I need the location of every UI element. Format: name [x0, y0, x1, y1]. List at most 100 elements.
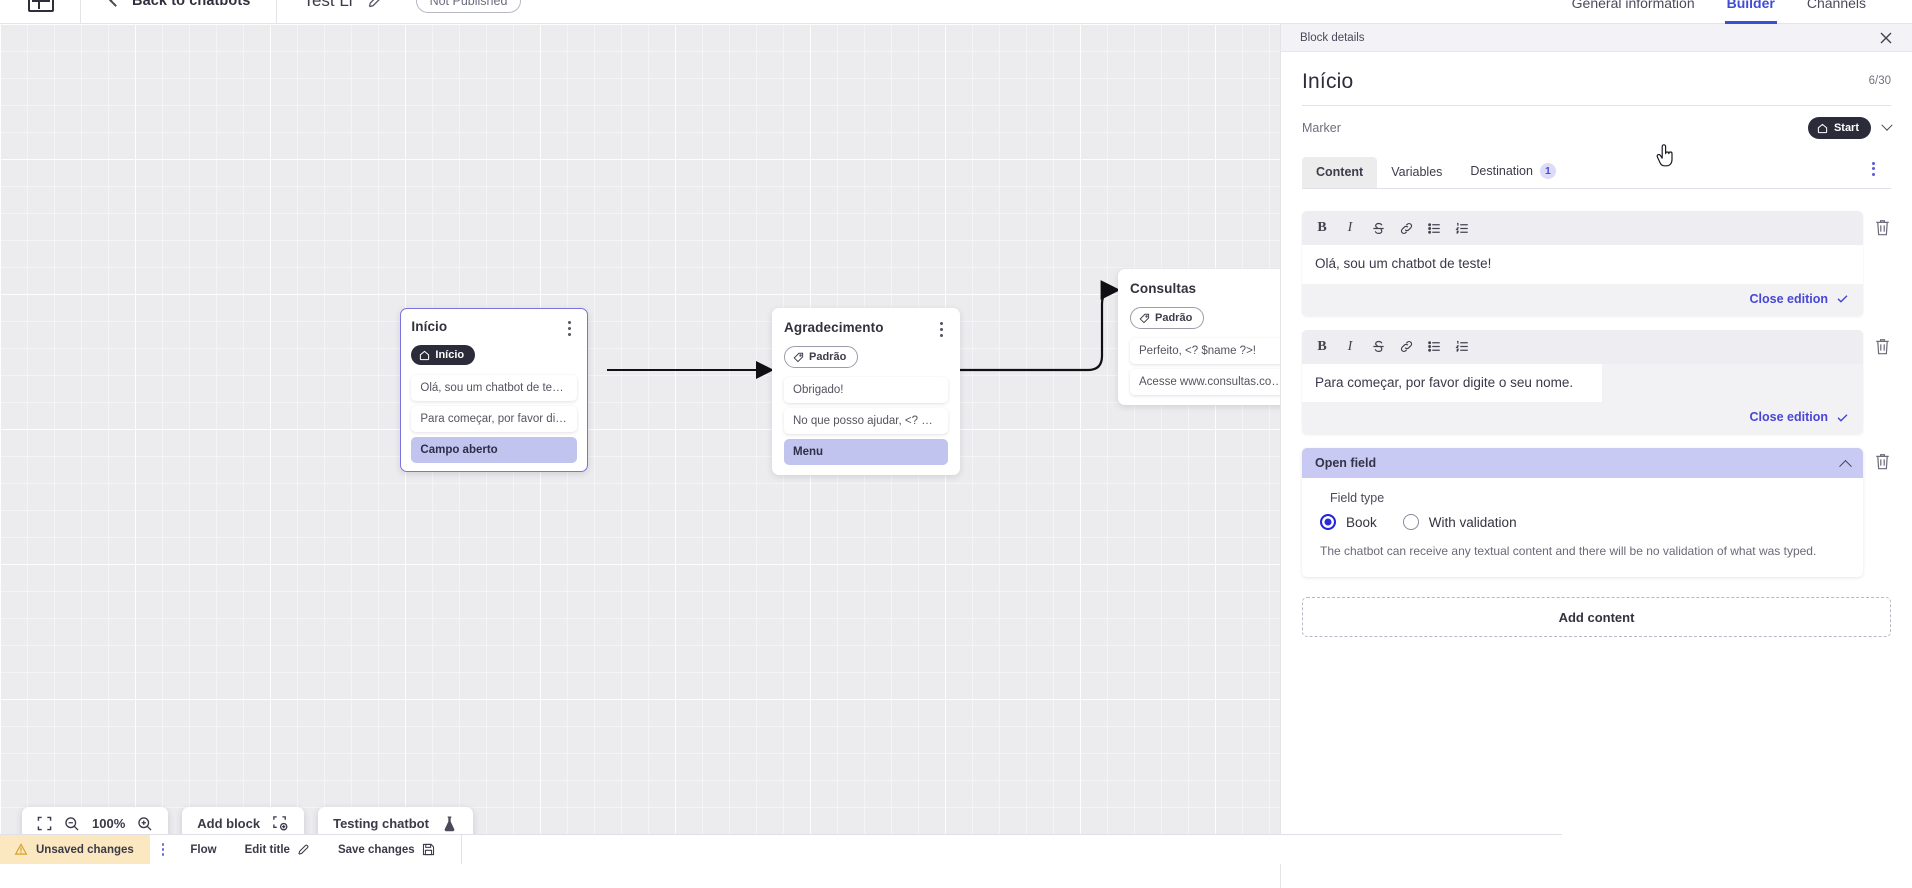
status-bar: Unsaved changes Flow Edit title Save cha… [0, 834, 1562, 864]
rich-text-editor[interactable]: B I [1302, 211, 1863, 316]
chatbot-title: Test Li [303, 0, 353, 10]
check-icon [1837, 413, 1848, 422]
marker-select[interactable]: Start [1807, 117, 1893, 139]
tab-content[interactable]: Content [1302, 157, 1378, 188]
open-field-header[interactable]: Open field [1302, 448, 1863, 479]
close-edition-button[interactable]: Close edition [1750, 292, 1849, 306]
zoom-out-icon[interactable] [64, 816, 80, 832]
node-message-accent[interactable]: Campo aberto [411, 436, 577, 463]
bullet-list-icon[interactable] [1420, 216, 1448, 240]
tag-icon [1139, 313, 1150, 323]
marker-row: Marker Start [1302, 106, 1893, 139]
divider [276, 0, 278, 24]
node-header: Consultas [1130, 281, 1294, 298]
fit-screen-icon[interactable] [37, 816, 52, 831]
top-tabs: General information Builder Channels [1570, 0, 1912, 24]
publish-status-badge: Not Published [415, 0, 522, 13]
node-message[interactable]: Para começar, por favor digite o ... [411, 405, 577, 432]
save-changes-button[interactable]: Save changes [324, 843, 449, 856]
italic-icon[interactable]: I [1347, 338, 1353, 354]
bold-icon[interactable]: B [1317, 220, 1327, 235]
tab-builder[interactable]: Builder [1724, 0, 1777, 24]
node-message-accent[interactable]: Menu [784, 439, 948, 465]
character-counter: 6/30 [1868, 75, 1891, 87]
node-message[interactable]: Olá, sou um chatbot de teste! [411, 374, 577, 401]
chevron-up-icon[interactable] [1839, 459, 1852, 473]
close-edition-label: Close edition [1749, 410, 1828, 425]
close-edition-button[interactable]: Close edition [1750, 410, 1849, 424]
edit-title-button[interactable]: Edit title [231, 843, 324, 856]
edit-title-label: Edit title [244, 843, 290, 856]
editor-text-value[interactable]: Olá, sou um chatbot de teste! [1302, 245, 1863, 284]
rich-text-editor[interactable]: B I [1302, 329, 1863, 435]
radio-with-validation[interactable] [1402, 514, 1419, 531]
field-type-label: Field type [1330, 491, 1385, 506]
panel-body: Início 6/30 Marker Start Content Varia [1281, 52, 1912, 189]
delete-icon[interactable] [1874, 452, 1891, 471]
numbered-list-icon[interactable] [1448, 335, 1476, 359]
home-icon [420, 350, 430, 361]
strikethrough-icon[interactable] [1364, 216, 1392, 240]
node-title: Agradecimento [784, 320, 884, 335]
tab-content-label: Content [1316, 165, 1364, 179]
tab-variables[interactable]: Variables [1377, 157, 1456, 188]
add-content-button[interactable]: Add content [1302, 597, 1891, 638]
strikethrough-icon[interactable] [1364, 335, 1392, 359]
tab-general-information[interactable]: General information [1571, 0, 1695, 11]
tab-variables-label: Variables [1391, 165, 1443, 179]
home-icon [1817, 123, 1828, 133]
flow-button[interactable]: Flow [176, 844, 230, 856]
add-block-label: Add block [197, 816, 261, 831]
link-icon[interactable] [1392, 335, 1420, 359]
status-bar-kebab-icon[interactable] [150, 843, 177, 856]
flow-node-consultas[interactable]: Consultas Padrão Perfeito, <? $name ?>! … [1118, 269, 1306, 405]
zoom-in-icon[interactable] [137, 816, 153, 832]
flow-node-agradecimento[interactable]: Agradecimento Padrão Obrigado! No que po… [772, 308, 960, 475]
divider [460, 834, 462, 864]
numbered-list-icon[interactable] [1448, 216, 1476, 240]
open-field-body: Field type Book With validation The chat… [1302, 478, 1863, 578]
node-tag-label: Padrão [809, 351, 847, 363]
editor-text-value[interactable]: Para começar, por favor digite o seu nom… [1302, 363, 1602, 403]
delete-icon[interactable] [1874, 337, 1891, 356]
node-header: Início [411, 319, 577, 337]
chatbot-title-group: Test Li Not Published [277, 0, 522, 13]
back-to-chatbots-label: Back to chatbots [132, 0, 251, 9]
node-message[interactable]: Perfeito, <? $name ?>! [1130, 338, 1294, 364]
tab-channels[interactable]: Channels [1806, 0, 1866, 11]
editor-footer: Close edition [1302, 402, 1863, 434]
divider [1302, 105, 1891, 106]
back-to-chatbots-button[interactable]: Back to chatbots [81, 0, 276, 9]
destination-count-badge: 1 [1539, 163, 1556, 179]
node-message[interactable]: Acesse www.consultas.com par... [1130, 369, 1294, 395]
bold-icon[interactable]: B [1317, 338, 1327, 354]
chevron-left-icon [109, 0, 122, 7]
bullet-list-icon[interactable] [1420, 335, 1448, 359]
app-logo[interactable] [28, 0, 54, 12]
editor-footer: Close edition [1302, 284, 1863, 316]
testing-chatbot-label: Testing chatbot [333, 816, 429, 831]
field-type-radio-group: Book With validation [1320, 514, 1845, 531]
node-message[interactable]: Obrigado! [784, 377, 948, 403]
panel-tabs: Content Variables Destination 1 [1302, 155, 1891, 189]
link-icon[interactable] [1392, 216, 1420, 240]
close-icon[interactable] [1878, 30, 1894, 46]
flow-node-inicio[interactable]: Início Início Olá, sou um chatbot de tes… [400, 308, 588, 473]
chevron-down-icon [1881, 119, 1893, 131]
node-menu-kebab-icon[interactable] [934, 320, 948, 337]
node-header: Agradecimento [784, 320, 948, 337]
content-block-text: B I [1302, 329, 1891, 435]
node-title: Início [411, 319, 448, 335]
tab-destination[interactable]: Destination 1 [1456, 155, 1570, 188]
italic-icon[interactable]: I [1347, 220, 1353, 235]
tag-icon [793, 352, 804, 362]
edit-title-pencil-icon[interactable] [367, 0, 384, 9]
marker-label: Marker [1302, 121, 1341, 135]
node-menu-kebab-icon[interactable] [563, 319, 577, 337]
block-details-panel: Block details Início 6/30 Marker Start [1280, 24, 1912, 888]
node-message[interactable]: No que posso ajudar, <? $name ... [784, 408, 948, 434]
radio-book[interactable] [1320, 514, 1336, 531]
content-tab-panel: B I [1281, 189, 1912, 578]
delete-icon[interactable] [1874, 218, 1891, 237]
panel-tabs-kebab-icon[interactable] [1872, 161, 1891, 188]
